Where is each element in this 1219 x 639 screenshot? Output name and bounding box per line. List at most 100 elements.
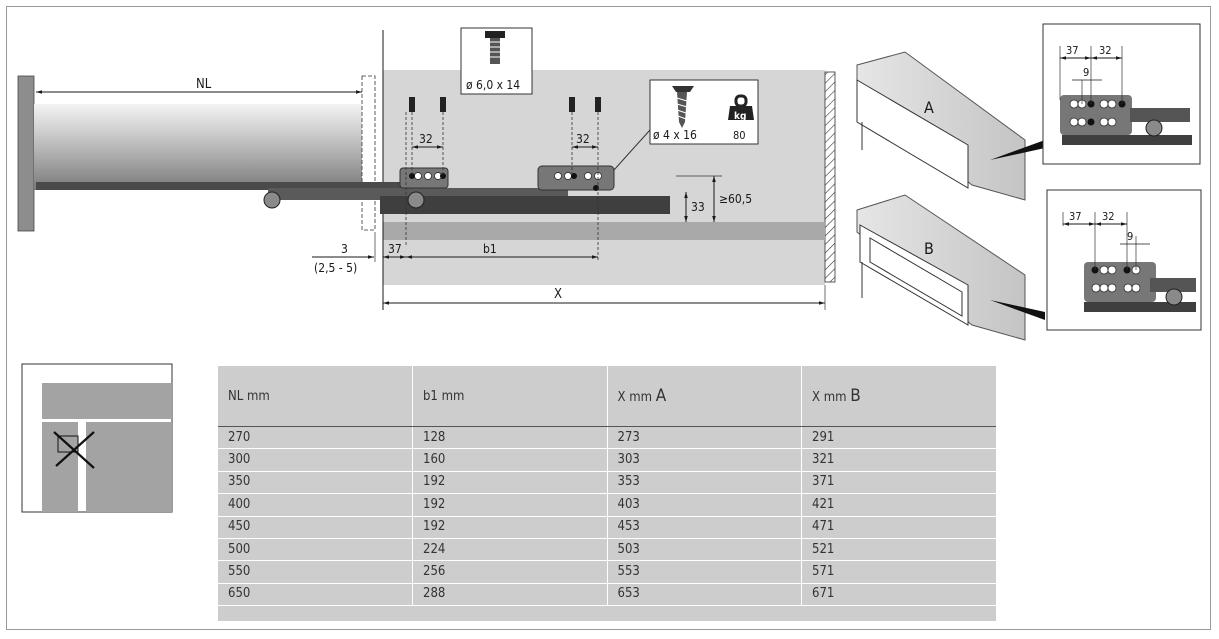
detail-b-rail bbox=[1150, 278, 1196, 292]
drawer-body bbox=[34, 104, 362, 190]
screw-guide-lines bbox=[405, 112, 599, 260]
load-capacity: 80 bbox=[733, 129, 746, 142]
cell-b1: 192 bbox=[412, 493, 608, 517]
cell-nl: 550 bbox=[218, 560, 413, 584]
cell-b1: 224 bbox=[412, 538, 608, 562]
cell-x-b: 571 bbox=[801, 560, 996, 584]
runner-outer bbox=[380, 196, 670, 214]
screw-spec-1: ø 6,0 x 14 bbox=[466, 78, 520, 92]
header-nl: NL mm bbox=[218, 366, 413, 427]
dim-32-left-label: 32 bbox=[419, 132, 433, 146]
cell-x-b: 321 bbox=[801, 448, 996, 472]
not-allowed-cross-icon bbox=[53, 431, 95, 469]
cell-b1: 192 bbox=[412, 471, 608, 495]
detail-a-holes bbox=[1069, 99, 1117, 127]
runner-roller-left bbox=[263, 191, 281, 209]
cell-x-a: 503 bbox=[607, 538, 802, 562]
page-frame bbox=[6, 6, 1211, 630]
cell-nl: 270 bbox=[218, 426, 413, 450]
table-header-row: NL mm b1 mm X mm A X mm B bbox=[218, 366, 996, 427]
weight-unit: kg bbox=[734, 111, 746, 122]
cell-x-a: 553 bbox=[607, 560, 802, 584]
cell-x-b: 671 bbox=[801, 583, 996, 607]
detail-b-label-32: 32 bbox=[1102, 210, 1115, 223]
runner-roller-right bbox=[407, 191, 425, 209]
header-b1: b1 mm bbox=[412, 366, 608, 427]
screw-positions bbox=[409, 173, 599, 191]
detail-a-label-9: 9 bbox=[1083, 66, 1089, 79]
header-x-a: X mm A bbox=[607, 366, 802, 427]
dim-gap-label: 3 bbox=[341, 242, 348, 256]
runner-inner bbox=[36, 182, 426, 190]
cell-x-a: 353 bbox=[607, 471, 802, 495]
cell-nl: 300 bbox=[218, 448, 413, 472]
cell-x-b: 421 bbox=[801, 493, 996, 517]
cell-x-b: 371 bbox=[801, 471, 996, 495]
cell-x-b: 521 bbox=[801, 538, 996, 562]
detail-a-label-32: 32 bbox=[1099, 44, 1112, 57]
corner-detail-top-panel bbox=[42, 383, 172, 419]
weight-icon bbox=[728, 94, 754, 120]
screw-icon-1 bbox=[485, 31, 505, 64]
cell-x-a: 403 bbox=[607, 493, 802, 517]
dim-nl-label: NL bbox=[196, 77, 212, 92]
front-dashed-outline bbox=[361, 75, 376, 231]
callout-leader bbox=[613, 129, 651, 171]
cell-b1: 128 bbox=[412, 426, 608, 450]
dim-b1-label: b1 bbox=[483, 242, 497, 256]
cell-b1: 288 bbox=[412, 583, 608, 607]
variant-a-label: A bbox=[924, 98, 934, 117]
header-x-b: X mm B bbox=[801, 366, 996, 427]
detail-b-label-37: 37 bbox=[1069, 210, 1082, 223]
dim-33-label: 33 bbox=[691, 200, 705, 214]
dim-32-right-label: 32 bbox=[576, 132, 590, 146]
detail-a-rail bbox=[1130, 108, 1190, 122]
drawer-variant-b bbox=[856, 194, 1045, 341]
cell-b1: 256 bbox=[412, 560, 608, 584]
cell-x-a: 653 bbox=[607, 583, 802, 607]
cell-nl: 650 bbox=[218, 583, 413, 607]
detail-b-roller bbox=[1165, 288, 1183, 306]
detail-b-guides bbox=[1062, 212, 1137, 270]
cell-b1: 160 bbox=[412, 448, 608, 472]
screw-symbols bbox=[409, 97, 601, 112]
dim-x-label: X bbox=[554, 287, 562, 302]
detail-a-label-37: 37 bbox=[1066, 44, 1079, 57]
dim-min-height-label: ≥60,5 bbox=[719, 192, 752, 206]
cabinet-bottom-shelf bbox=[383, 222, 825, 240]
cell-nl: 500 bbox=[218, 538, 413, 562]
screw-spec-2: ø 4 x 16 bbox=[653, 128, 697, 142]
cabinet-back-wall bbox=[824, 71, 836, 283]
detail-a-guides bbox=[1059, 46, 1123, 104]
cell-x-a: 303 bbox=[607, 448, 802, 472]
detail-a-runner bbox=[1062, 135, 1192, 145]
screw-callout-box-2 bbox=[649, 79, 759, 145]
screw-icon-2 bbox=[672, 86, 694, 128]
bracket-holes bbox=[414, 172, 602, 180]
detail-b-runner bbox=[1084, 302, 1196, 312]
drawer-front bbox=[17, 75, 35, 232]
cell-x-a: 453 bbox=[607, 516, 802, 539]
cell-x-b: 291 bbox=[801, 426, 996, 450]
cell-nl: 350 bbox=[218, 471, 413, 495]
cell-x-a: 273 bbox=[607, 426, 802, 450]
variant-b-label: B bbox=[924, 239, 934, 258]
cell-b1: 192 bbox=[412, 516, 608, 539]
corner-detail-inner-panel bbox=[86, 422, 172, 512]
corner-detail-bracket bbox=[57, 435, 79, 453]
dim-gap-range: (2,5 - 5) bbox=[314, 261, 357, 275]
drawer-variant-a bbox=[856, 51, 1045, 201]
detail-a-roller bbox=[1145, 119, 1163, 137]
dim-37-label: 37 bbox=[388, 242, 402, 256]
